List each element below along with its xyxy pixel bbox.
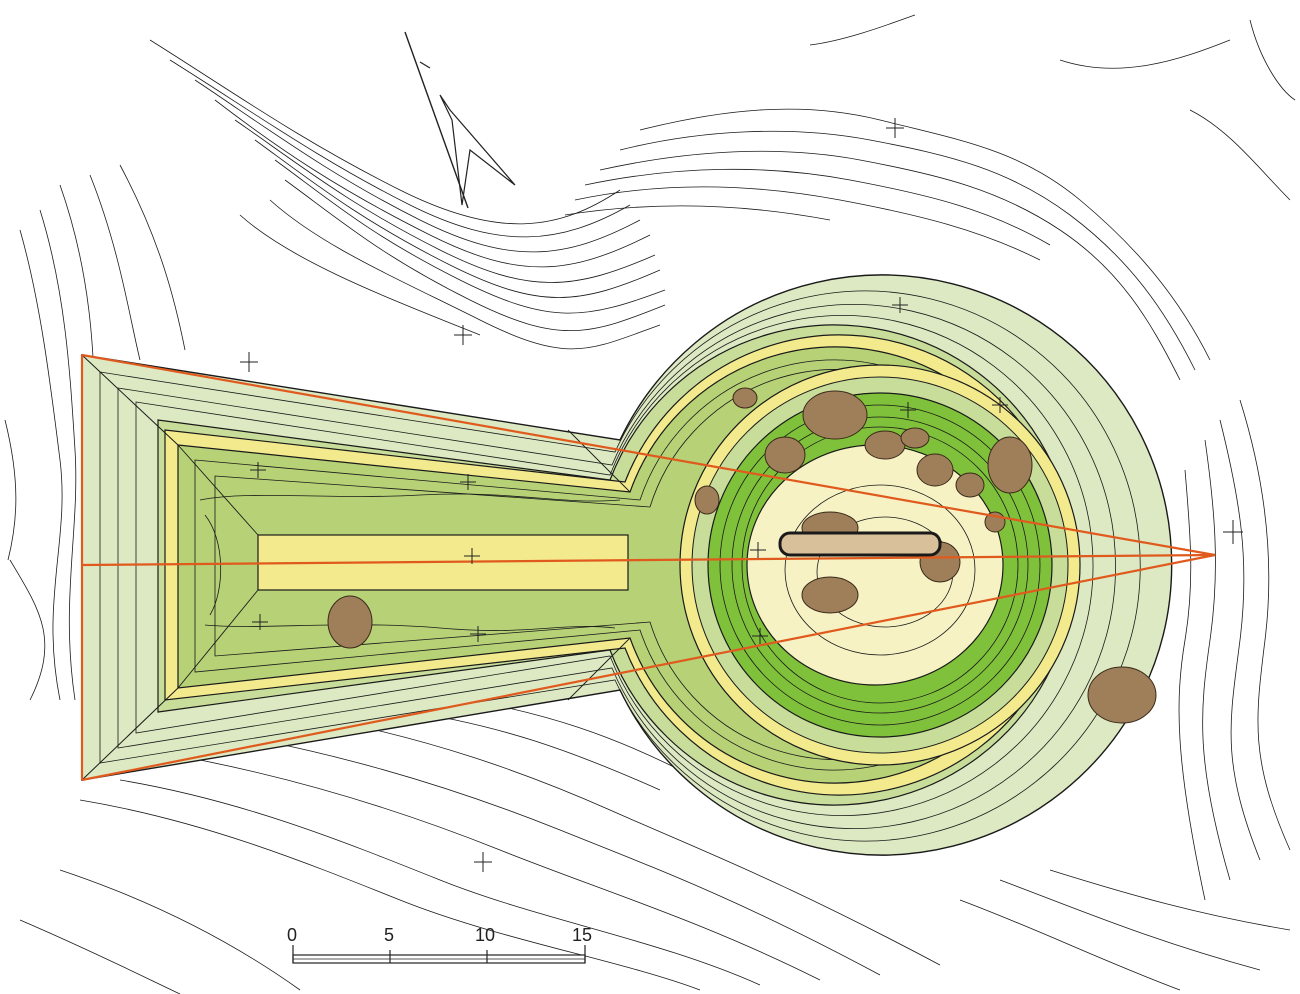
scale-tick-label: 5 (384, 925, 394, 945)
stone (987, 436, 1033, 494)
construction-lines (80, 353, 1216, 782)
crosshair-icon (460, 474, 476, 490)
crosshair-icon (752, 628, 768, 644)
crosshair-icon (470, 626, 486, 642)
crosshair-icon (892, 297, 908, 313)
stone (1087, 666, 1157, 724)
crosshair-icon (900, 402, 916, 418)
stone (801, 576, 859, 614)
crosshair-icon (992, 397, 1008, 413)
stone (900, 427, 930, 449)
north-arrow-icon (404, 31, 516, 209)
scale-tick-label: 10 (475, 925, 495, 945)
stone (694, 485, 720, 515)
terrain-contours (4, 14, 1296, 994)
scale-tick-label: 15 (572, 925, 592, 945)
scale-bar: 0 5 10 15 (287, 925, 592, 964)
scale-tick-label: 0 (287, 925, 297, 945)
crosshair-icon (250, 462, 266, 478)
crosshair-icon (1223, 520, 1243, 544)
stone (955, 472, 985, 498)
survey-points (240, 118, 1243, 872)
stone (864, 430, 906, 460)
crosshair-icon (464, 548, 480, 564)
stone (916, 453, 954, 487)
crosshair-icon (886, 118, 904, 138)
crosshair-icon (454, 325, 472, 345)
stone (732, 387, 758, 409)
crosshair-icon (750, 542, 766, 558)
burial-chamber (778, 531, 942, 557)
crosshair-icon (474, 852, 492, 872)
stones (327, 387, 1157, 724)
crosshair-icon (252, 614, 268, 630)
crosshair-icon (240, 352, 258, 372)
stone (764, 436, 806, 474)
stone (802, 390, 868, 440)
stone (327, 595, 373, 649)
